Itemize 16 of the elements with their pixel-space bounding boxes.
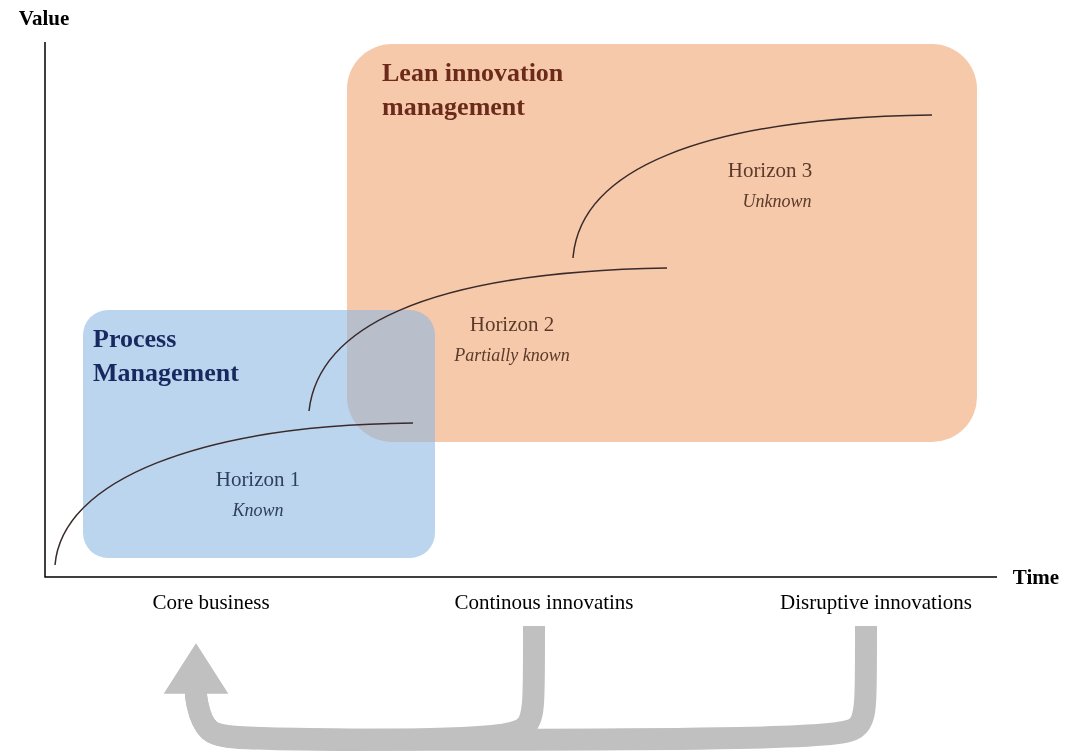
horizon-description: Partially known [454,345,570,366]
region-heading: Lean innovation management [382,57,565,123]
horizon-description: Unknown [742,191,812,212]
horizon-label: Horizon 1 [215,467,301,492]
axis-title: Time [1012,565,1060,590]
horizon-description: Known [232,500,284,521]
region-box [347,44,977,442]
return-arrow [164,626,877,751]
category-label: Continous innovatins [454,590,634,615]
region-box [83,310,435,558]
category-label: Core business [152,590,270,615]
category-label: Disruptive innovations [780,590,972,615]
axis-title: Value [18,6,70,31]
horizon-label: Horizon 2 [469,312,555,337]
horizon-label: Horizon 3 [727,158,813,183]
region-heading: Process Management [93,323,240,389]
